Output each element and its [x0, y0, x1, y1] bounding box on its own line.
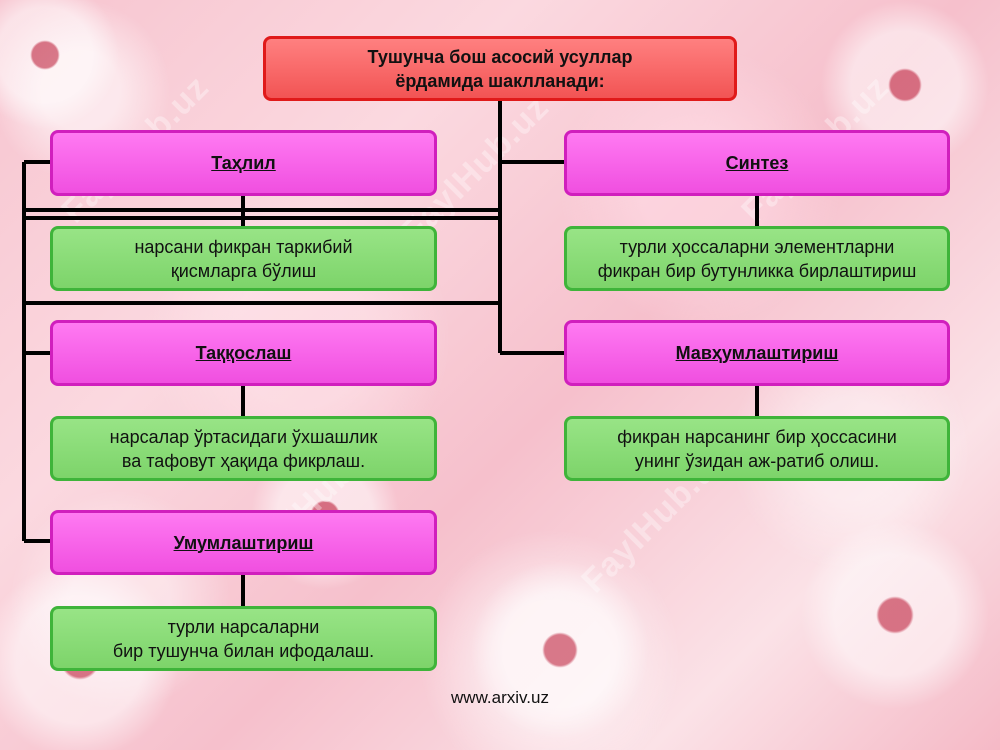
description-abstraction: фикран нарсанинг бир ҳоссасини унинг ўзи…	[564, 416, 950, 481]
method-abstraction: Мавҳумлаштириш	[564, 320, 950, 386]
method-comparison: Таққослаш	[50, 320, 437, 386]
method-synthesis: Синтез	[564, 130, 950, 196]
description-comparison: нарсалар ўртасидаги ўхшашлик ва тафовут …	[50, 416, 437, 481]
diagram-title: Тушунча бош асосий усуллар ёрдамида шакл…	[263, 36, 737, 101]
background-flower	[800, 520, 990, 710]
method-generalization: Умумлаштириш	[50, 510, 437, 575]
background-flower	[470, 560, 650, 740]
description-analysis: нарсани фикран таркибий қисмларга бўлиш	[50, 226, 437, 291]
method-analysis: Таҳлил	[50, 130, 437, 196]
description-synthesis: турли ҳоссаларни элементларни фикран бир…	[564, 226, 950, 291]
footer-url: www.arxiv.uz	[451, 688, 549, 707]
description-generalization: турли нарсаларни бир тушунча билан ифода…	[50, 606, 437, 671]
